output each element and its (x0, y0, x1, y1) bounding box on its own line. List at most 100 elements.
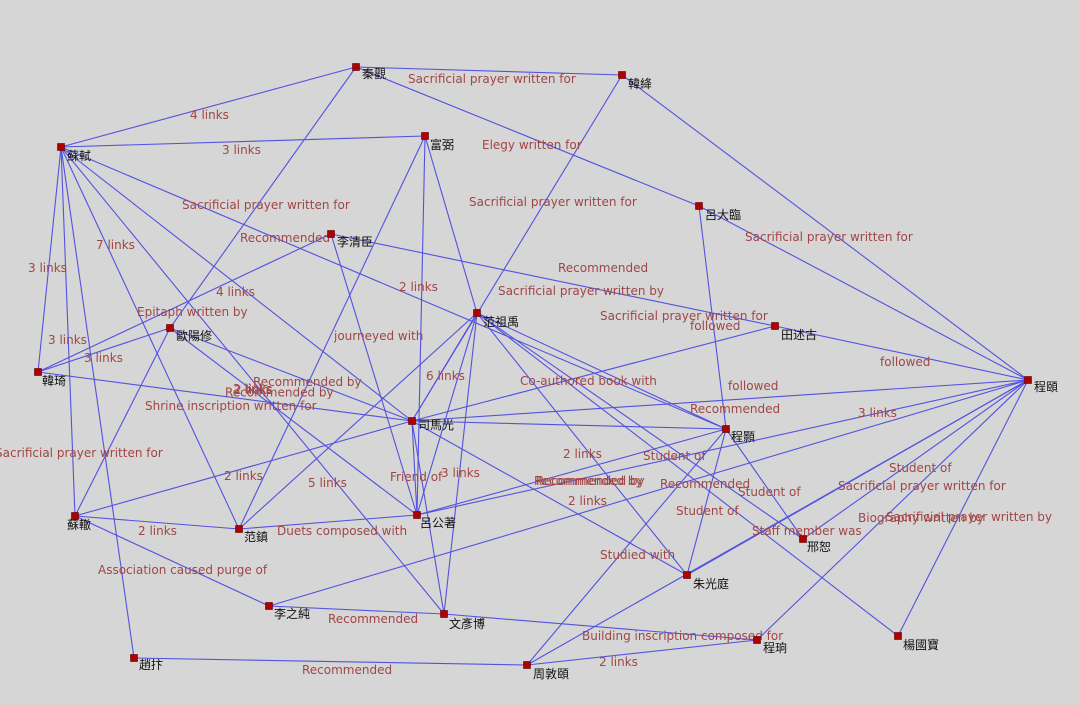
edge-chenghao-zhuguangting (686, 428, 727, 576)
node-marker[interactable] (722, 425, 730, 433)
node-tianshugu[interactable]: 田述古 (771, 322, 818, 343)
edge-chengyi-lvgongzhu (416, 379, 1029, 516)
node-label: 李清臣 (337, 234, 373, 249)
node-label: 田述古 (781, 327, 817, 342)
edge-liqingchen-hanqi (37, 233, 332, 373)
node-qinguan[interactable]: 秦觀 (352, 63, 387, 82)
edge-sushi-hanqi (37, 146, 62, 373)
edge-sushi-chenghao (60, 146, 727, 430)
edge-label: 2 links (233, 382, 272, 396)
node-label: 李之純 (274, 606, 310, 621)
node-zhoudunyi[interactable]: 周敦頤 (523, 661, 570, 682)
edge-label: Recommended (240, 231, 330, 245)
node-label: 程頤 (1034, 379, 1058, 394)
node-marker[interactable] (265, 602, 273, 610)
node-marker[interactable] (753, 636, 761, 644)
node-marker[interactable] (130, 654, 138, 662)
node-label: 范祖禹 (483, 314, 519, 329)
node-hanqi[interactable]: 韓琦 (34, 368, 67, 389)
node-label: 蘇轍 (67, 517, 91, 532)
node-xingshu[interactable]: 邢恕 (799, 535, 832, 555)
node-chengyi[interactable]: 程頤 (1024, 376, 1059, 395)
edge-label: Recommended by (534, 474, 643, 488)
node-marker[interactable] (235, 525, 243, 533)
node-marker[interactable] (618, 71, 626, 79)
edge-label: Recommended (302, 663, 392, 677)
node-label: 范鎮 (244, 529, 268, 544)
edge-suche-fanzhen (74, 515, 240, 530)
edge-lizhichun-chengyi (268, 379, 1029, 607)
node-liqingchen[interactable]: 李清臣 (327, 230, 374, 250)
edge-label: 3 links (28, 261, 67, 275)
node-marker[interactable] (327, 230, 335, 238)
edge-fanzuyu-zhuguangting (476, 312, 688, 576)
edge-label: 2 links (568, 494, 607, 508)
edge-label: Duets composed with (277, 524, 407, 538)
node-marker[interactable] (799, 535, 807, 543)
node-ouyangxiu[interactable]: 歐陽修 (166, 324, 213, 344)
node-marker[interactable] (894, 632, 902, 640)
node-marker[interactable] (34, 368, 42, 376)
node-label: 文彥博 (449, 616, 485, 631)
node-marker[interactable] (57, 143, 65, 151)
edge-fanzuyu-xingshu (476, 312, 804, 540)
edge-label: 2 links (599, 655, 638, 669)
edge-label: Association caused purge of (98, 563, 268, 577)
node-label: 韓琦 (42, 374, 66, 388)
node-zhaopu[interactable]: 趙抃 (130, 654, 164, 673)
edge-label: 3 links (441, 466, 480, 480)
edge-label: Sacrificial prayer written for (745, 230, 913, 244)
node-hanjiang[interactable]: 韓絳 (618, 71, 653, 92)
node-zhuguangting[interactable]: 朱光庭 (683, 571, 730, 592)
edge-label: 7 links (96, 238, 135, 252)
node-chenghao[interactable]: 程顥 (722, 425, 756, 445)
edge-hanqi-simaguang (37, 371, 413, 422)
node-lizhichun[interactable]: 李之純 (265, 602, 311, 622)
node-marker[interactable] (695, 202, 703, 210)
edge-label: 3 links (222, 143, 261, 157)
node-fanzhen[interactable]: 范鎮 (235, 525, 269, 545)
node-marker[interactable] (683, 571, 691, 579)
node-fubi[interactable]: 富弼 (421, 132, 455, 153)
node-label: 秦觀 (362, 67, 386, 81)
edge-label: Sacrificial prayer written for (469, 195, 637, 209)
node-wenyanbo[interactable]: 文彥博 (440, 610, 486, 632)
edge-chengyi-yangguobao (897, 379, 1029, 637)
node-marker[interactable] (413, 511, 421, 519)
node-marker[interactable] (352, 63, 360, 71)
node-marker[interactable] (166, 324, 174, 332)
node-suche[interactable]: 蘇轍 (67, 512, 91, 533)
node-label: 邢恕 (807, 540, 831, 554)
edge-label: 2 links (399, 280, 438, 294)
edge-label: Sacrificial prayer written by (886, 510, 1052, 524)
node-label: 程顥 (731, 429, 755, 444)
node-marker[interactable] (71, 512, 79, 520)
edge-ouyangxiu-lvgongzhu (169, 327, 418, 516)
node-marker[interactable] (771, 322, 779, 330)
node-marker[interactable] (421, 132, 429, 140)
node-marker[interactable] (473, 309, 481, 317)
edge-qinguan-hanjiang (355, 66, 623, 76)
edge-label: followed (880, 355, 930, 369)
node-marker[interactable] (440, 610, 448, 618)
node-lvdafang[interactable]: 呂大臨 (695, 202, 742, 223)
edge-label: 2 links (138, 524, 177, 538)
node-marker[interactable] (408, 417, 416, 425)
node-lvgongzhu[interactable]: 呂公著 (413, 511, 457, 531)
node-fanzuyu[interactable]: 范祖禹 (473, 309, 520, 330)
edge-label: 2 links (224, 469, 263, 483)
node-marker[interactable] (523, 661, 531, 669)
node-simaguang[interactable]: 司馬光 (408, 417, 455, 433)
node-label: 韓絳 (628, 77, 652, 91)
node-chengxun[interactable]: 程珦 (753, 636, 788, 656)
edge-simaguang-chenghao (411, 420, 727, 430)
edge-label: Elegy written for (482, 138, 582, 152)
edge-sushi-fanzhen (60, 146, 240, 530)
edge-label: Staff member was (752, 524, 862, 538)
edge-label: journeyed with (333, 329, 423, 343)
edge-label: Sacrificial prayer written for (408, 72, 576, 86)
node-sushi[interactable]: 蘇軾 (57, 143, 92, 164)
node-marker[interactable] (1024, 376, 1032, 384)
node-yangguobao[interactable]: 楊國寶 (894, 632, 940, 653)
